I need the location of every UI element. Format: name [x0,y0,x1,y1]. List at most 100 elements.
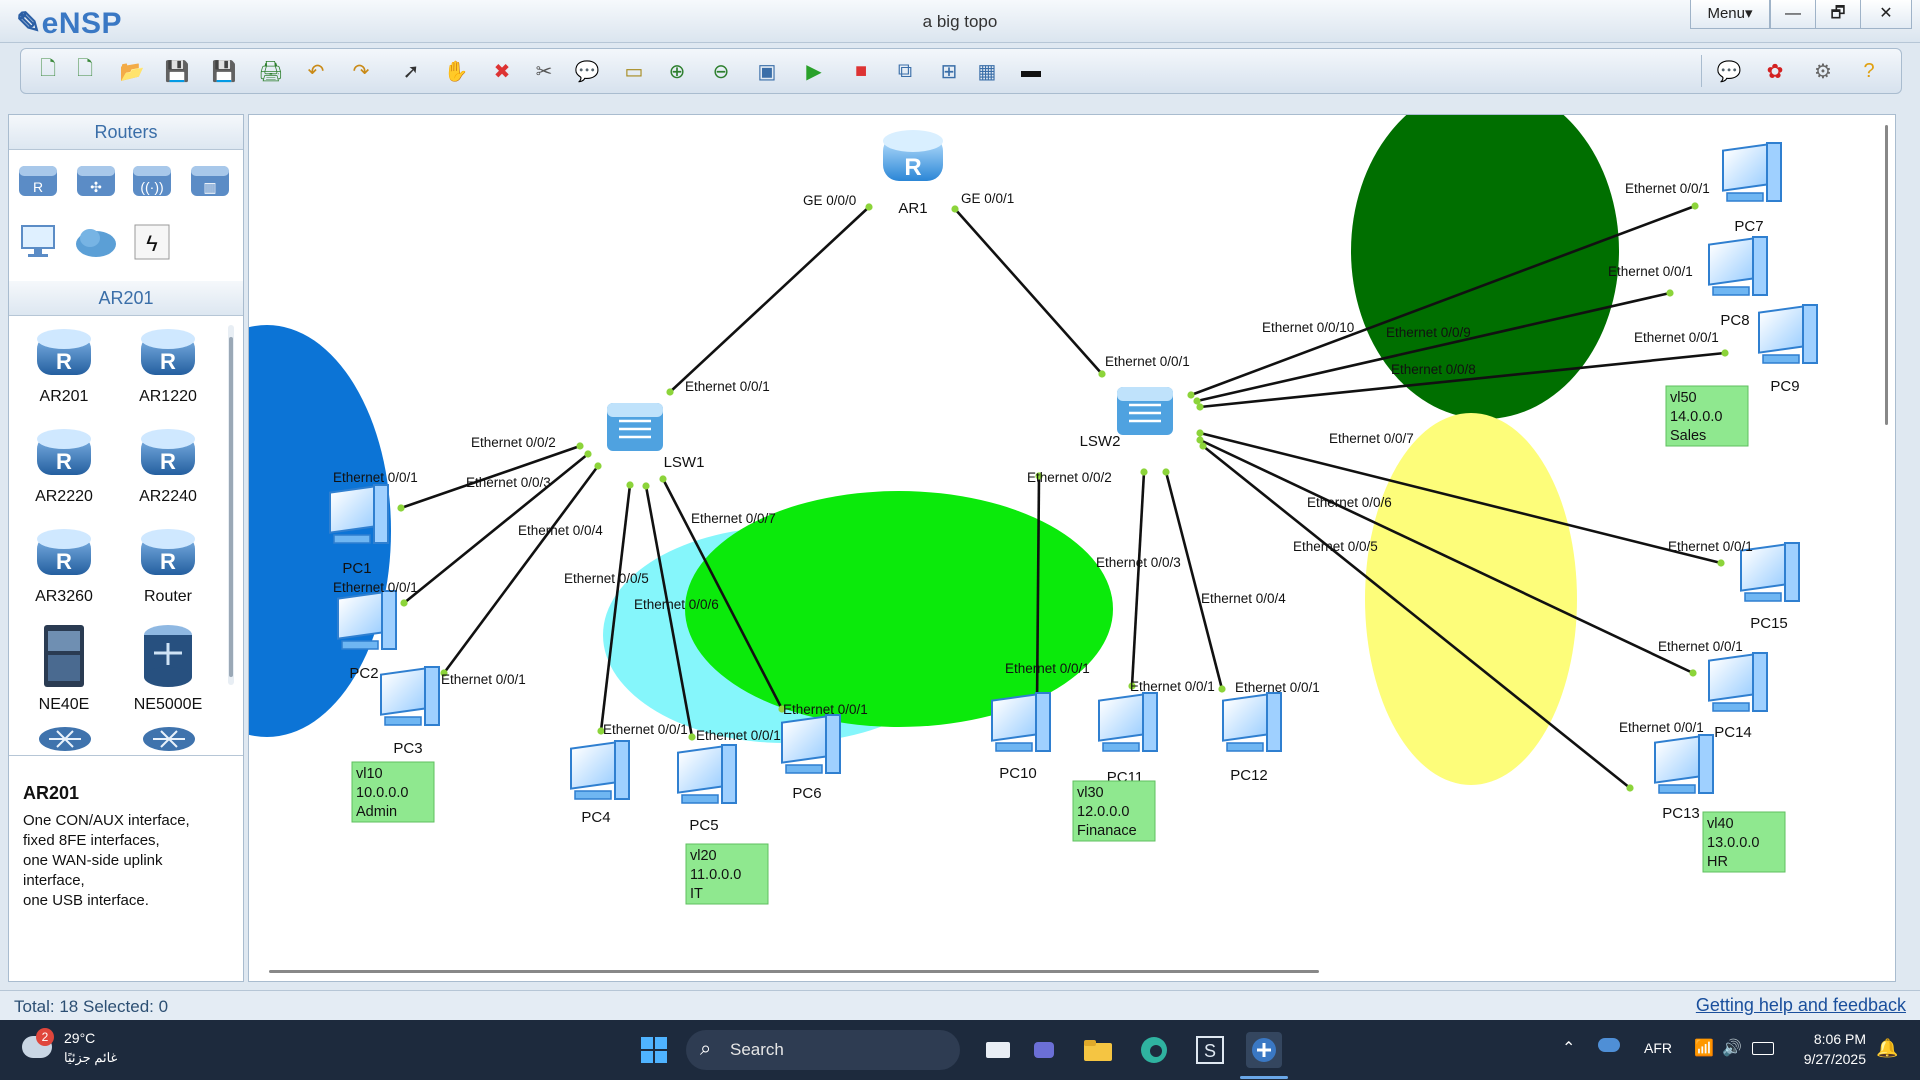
fit-screen-icon[interactable]: ▣ [757,60,777,83]
restore-button[interactable]: 🗗 [1815,0,1861,29]
pc-15[interactable] [1740,542,1800,602]
pc-2[interactable] [337,590,397,650]
ensp-taskbar-icon[interactable] [1246,1032,1282,1068]
network-link[interactable] [1164,471,1224,690]
device-list-scrollbar[interactable] [228,325,234,685]
network-link[interactable] [442,465,600,674]
battery-icon[interactable] [1752,1042,1774,1055]
pan-hand-icon[interactable]: ✋ [443,60,469,83]
taskbar-search[interactable]: ⌕ Search [686,1030,960,1070]
teams-chat-icon[interactable] [1026,1032,1062,1068]
device-item-ne5000e[interactable]: NE5000E [123,623,213,714]
pc-12[interactable] [1222,692,1282,752]
pc-4[interactable] [570,740,630,800]
close-button[interactable]: ✕ [1860,0,1912,29]
network-link[interactable] [1199,438,1694,675]
firewall-category-icon[interactable]: ▥ [187,157,233,203]
select-pointer-icon[interactable]: ➚ [402,60,420,83]
delete-icon[interactable]: ✖ [493,60,511,83]
connection-category-icon[interactable]: ϟ [129,219,175,265]
palette-icon[interactable]: ▭ [624,60,644,83]
switch-device-icon[interactable] [139,725,199,753]
topology-icon[interactable]: ⊞ [940,60,958,83]
pc-14[interactable] [1708,652,1768,712]
hidden-icons-chevron-icon[interactable]: ⌃ [1562,1040,1576,1057]
wifi-icon[interactable]: 📶 [1694,1040,1714,1057]
network-link[interactable] [1199,351,1726,409]
router-ar1[interactable]: R [883,130,943,181]
network-link[interactable] [1196,291,1671,403]
windows-start-icon[interactable] [636,1032,672,1068]
redo-icon[interactable]: ↷ [352,60,370,83]
edge-browser-icon[interactable] [1136,1032,1172,1068]
chat-icon[interactable]: 💬 [1716,60,1742,83]
switch-lsw2[interactable] [1117,387,1173,435]
network-link[interactable] [403,452,589,605]
zoom-in-icon[interactable]: ⊕ [668,60,686,83]
canvas-horizontal-scrollbar[interactable] [269,970,1319,973]
network-link[interactable] [1202,444,1631,790]
text-note-icon[interactable]: 💬 [574,60,600,83]
router-icon[interactable] [35,725,95,753]
language-indicator[interactable]: AFR [1644,1040,1672,1056]
pc-9[interactable] [1758,304,1818,364]
cloud-category-icon[interactable] [73,219,119,265]
device-item-ne40e[interactable]: NE40E [19,623,109,714]
delete-all-links-icon[interactable]: ✂ [535,60,553,83]
new-example-icon[interactable]: 🗋 [76,58,94,80]
endpoint-category-icon[interactable] [15,219,61,265]
help-icon[interactable]: ? [1863,59,1875,82]
network-link[interactable] [669,206,870,393]
task-view-icon[interactable] [980,1032,1016,1068]
cli-terminal-icon[interactable]: ▬ [1021,59,1041,82]
network-link[interactable] [1190,204,1696,397]
canvas-vertical-scrollbar[interactable] [1885,125,1888,425]
clock[interactable]: 8:06 PM 9/27/2025 [1804,1029,1866,1069]
zoom-out-icon[interactable]: ⊖ [712,60,730,83]
pc-3[interactable] [380,666,440,726]
pc-13[interactable] [1654,734,1714,794]
undo-icon[interactable]: ↶ [307,60,325,83]
notification-bell-icon[interactable]: 🔔 [1876,1038,1899,1058]
file-explorer-icon[interactable] [1080,1032,1116,1068]
huawei-icon[interactable]: ✿ [1766,60,1784,83]
start-device-icon[interactable]: ▶ [806,60,822,83]
pc-7[interactable] [1722,142,1782,202]
router-category-icon[interactable]: R [15,157,61,203]
app-s-icon[interactable]: S [1192,1032,1228,1068]
settings-gear-icon[interactable]: ⚙ [1814,60,1832,83]
capture-icon[interactable]: ⧉ [897,59,913,82]
grid-icon[interactable]: ▦ [977,60,997,83]
help-feedback-link[interactable]: Getting help and feedback [1695,995,1906,1015]
pc-8[interactable] [1708,236,1768,296]
menu-button[interactable]: Menu▾ [1690,0,1770,29]
save-as-icon[interactable]: 💾 [211,60,237,83]
open-icon[interactable]: 📂 [119,60,145,83]
network-link[interactable] [644,485,694,738]
switch-category-icon[interactable]: ✣ [73,157,119,203]
wlan-category-icon[interactable]: ((·)) [129,157,175,203]
pc-6[interactable] [781,714,841,774]
network-link[interactable] [1130,471,1146,687]
network-link[interactable] [1199,431,1722,565]
pc-5[interactable] [677,744,737,804]
new-topology-icon[interactable]: 🗋 [39,58,57,80]
pc-11[interactable] [1098,692,1158,752]
network-link[interactable] [599,484,632,732]
pc-10[interactable] [991,692,1051,752]
network-link[interactable] [954,208,1103,375]
stop-device-icon[interactable]: ■ [854,59,868,82]
print-icon[interactable]: 🖨 [258,60,284,83]
network-link[interactable] [661,478,784,710]
